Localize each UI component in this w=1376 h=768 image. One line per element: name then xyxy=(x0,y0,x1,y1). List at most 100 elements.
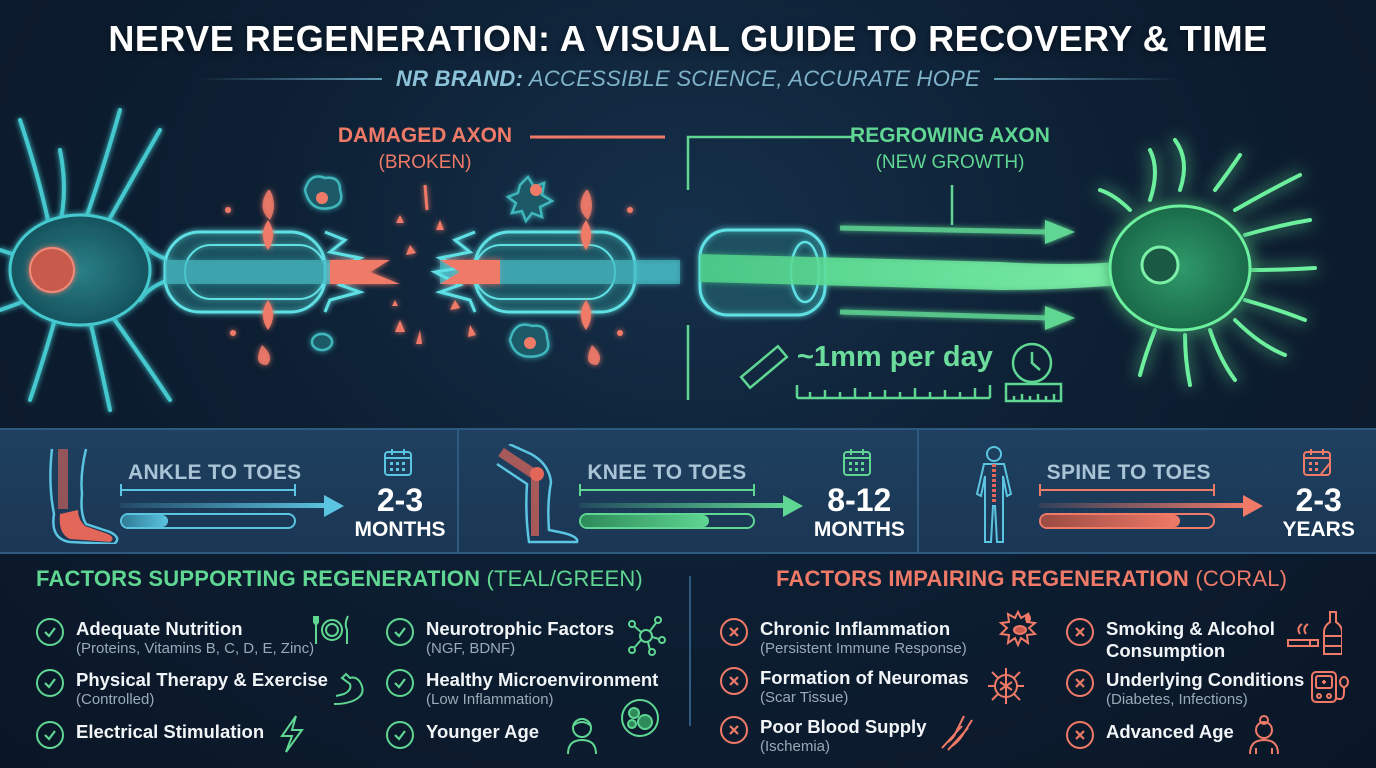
item-detail: (Persistent Immune Response) xyxy=(760,640,967,657)
item-label: Smoking & Alcohol xyxy=(1106,618,1275,639)
item-detail: (NGF, BDNF) xyxy=(426,640,516,657)
regrowing-axon-label: REGROWING AXON xyxy=(850,124,1050,147)
item-label: Underlying Conditions xyxy=(1106,669,1305,690)
item-label: Electrical Stimulation xyxy=(76,721,265,742)
x-icon xyxy=(720,716,748,744)
calendar-icon xyxy=(843,449,872,476)
regrowing-axon-sublabel: (NEW GROWTH) xyxy=(875,152,1025,173)
route-label: ANKLE TO TOES xyxy=(128,461,302,484)
factors-section: FACTORS SUPPORTING REGENERATION (TEAL/GR… xyxy=(0,566,1376,768)
supporting-title-text: FACTORS SUPPORTING REGENERATION xyxy=(36,566,481,591)
molecule-icon xyxy=(628,616,666,656)
progress-fill xyxy=(581,515,709,527)
neuroma-icon xyxy=(988,668,1024,704)
x-icon xyxy=(720,667,748,695)
arrow-head-icon xyxy=(1242,495,1263,517)
cigarette-bottle-icon xyxy=(1287,611,1342,655)
route-label: SPINE TO TOES xyxy=(1046,461,1211,484)
check-icon xyxy=(386,721,414,749)
petri-cells-icon xyxy=(621,699,659,737)
impairing-title: FACTORS IMPAIRING REGENERATION (CORAL) xyxy=(720,566,1360,592)
item-label: Poor Blood Supply xyxy=(760,716,927,737)
progress-bar xyxy=(120,513,296,529)
item-label-line2: Consumption xyxy=(1106,640,1226,661)
recovery-timelines: ANKLE TO TOES 2-3 MONTHS KNEE TO TOES xyxy=(0,428,1376,554)
flexed-arm-icon xyxy=(333,672,364,705)
calendar-icon xyxy=(384,449,412,476)
route-label: KNEE TO TOES xyxy=(587,461,747,484)
progress-fill xyxy=(1040,515,1180,527)
supporting-title: FACTORS SUPPORTING REGENERATION (TEAL/GR… xyxy=(36,566,688,592)
impairing-item-advanced-age: Advanced Age xyxy=(1066,721,1234,749)
damaged-axon-sublabel: (BROKEN) xyxy=(378,152,472,173)
item-detail: (Proteins, Vitamins B, C, D, E, Zinc) xyxy=(76,640,315,657)
stopwatch-icon xyxy=(1004,342,1063,403)
impairing-title-note: (CORAL) xyxy=(1195,566,1288,591)
blood-vessel-icon xyxy=(941,715,973,751)
check-icon xyxy=(386,618,414,646)
calendar-edit-icon xyxy=(1302,449,1331,476)
regrowing-axon-icon xyxy=(698,228,1120,317)
glucose-meter-icon xyxy=(1311,671,1349,703)
leg-icon xyxy=(496,444,579,544)
supporting-item-neurotrophic: Neurotrophic Factors(NGF, BDNF) xyxy=(386,618,614,658)
lightning-icon xyxy=(280,715,304,753)
x-icon xyxy=(720,618,748,646)
distance-bracket xyxy=(120,484,296,496)
supporting-item-younger-age: Younger Age xyxy=(386,721,539,749)
supporting-item-microenvironment: Healthy Microenvironment(Low Inflammatio… xyxy=(386,669,658,709)
item-label: Adequate Nutrition xyxy=(76,618,243,639)
body-spine-icon xyxy=(975,446,1012,543)
item-label: Younger Age xyxy=(426,721,540,742)
supporting-item-physical-therapy: Physical Therapy & Exercise(Controlled) xyxy=(36,669,328,709)
arrow-head-icon xyxy=(324,495,344,517)
item-detail: (Controlled) xyxy=(76,691,155,708)
duration-value: 2-3 xyxy=(376,482,424,518)
progress-arrow xyxy=(1038,503,1249,508)
impairing-title-text: FACTORS IMPAIRING REGENERATION xyxy=(776,566,1190,591)
item-label: Physical Therapy & Exercise xyxy=(76,669,328,690)
impairing-item-inflammation: Chronic Inflammation(Persistent Immune R… xyxy=(720,618,967,658)
subtitle-tagline: ACCESSIBLE SCIENCE, ACCURATE HOPE xyxy=(528,66,981,91)
distance-bracket xyxy=(579,484,756,496)
distance-bracket xyxy=(1038,484,1215,496)
axon-illustration xyxy=(0,100,1376,425)
item-detail: (Low Inflammation) xyxy=(426,691,554,708)
growth-cone-icon xyxy=(1098,138,1317,387)
timeline-knee: KNEE TO TOES 8-12 MONTHS xyxy=(459,430,919,552)
ruler-icon xyxy=(739,344,992,400)
impairing-item-underlying-conditions: Underlying Conditions(Diabetes, Infectio… xyxy=(1066,669,1304,709)
progress-fill xyxy=(122,515,169,527)
broken-axon-icon xyxy=(163,230,400,314)
duration-unit: MONTHS xyxy=(813,518,905,541)
young-person-icon xyxy=(567,718,597,754)
factors-divider xyxy=(689,576,691,726)
progress-bar xyxy=(579,513,756,529)
page-title: NERVE REGENERATION: A VISUAL GUIDE TO RE… xyxy=(108,18,1268,59)
plate-cutlery-icon xyxy=(313,615,349,644)
growth-rate: ~1mm per day xyxy=(797,341,993,373)
check-icon xyxy=(36,721,64,749)
x-icon xyxy=(1066,721,1094,749)
subtitle: NR BRAND: ACCESSIBLE SCIENCE, ACCURATE H… xyxy=(396,66,980,92)
x-icon xyxy=(1066,669,1094,697)
duration-unit: MONTHS xyxy=(354,518,446,541)
item-label: Formation of Neuromas xyxy=(760,667,969,688)
elderly-person-icon xyxy=(1249,715,1279,754)
check-icon xyxy=(36,618,64,646)
timeline-ankle: ANKLE TO TOES 2-3 MONTHS xyxy=(0,430,460,552)
item-detail: (Scar Tissue) xyxy=(760,689,849,706)
arrow-head-icon xyxy=(783,495,804,517)
supporting-factors: FACTORS SUPPORTING REGENERATION (TEAL/GR… xyxy=(36,566,688,766)
progress-bar xyxy=(1038,513,1215,529)
item-detail: (Diabetes, Infections) xyxy=(1106,691,1248,708)
timeline-spine: SPINE TO TOES 2-3 YEARS xyxy=(919,430,1376,552)
impairing-item-blood-supply: Poor Blood Supply(Ischemia) xyxy=(720,716,927,756)
supporting-item-electrical-stimulation: Electrical Stimulation xyxy=(36,721,264,749)
item-label: Neurotrophic Factors xyxy=(426,618,615,639)
progress-arrow xyxy=(120,503,330,508)
supporting-item-nutrition: Adequate Nutrition(Proteins, Vitamins B,… xyxy=(36,618,314,658)
item-label: Advanced Age xyxy=(1106,721,1234,742)
item-label: Healthy Microenvironment xyxy=(426,669,659,690)
check-icon xyxy=(36,669,64,697)
